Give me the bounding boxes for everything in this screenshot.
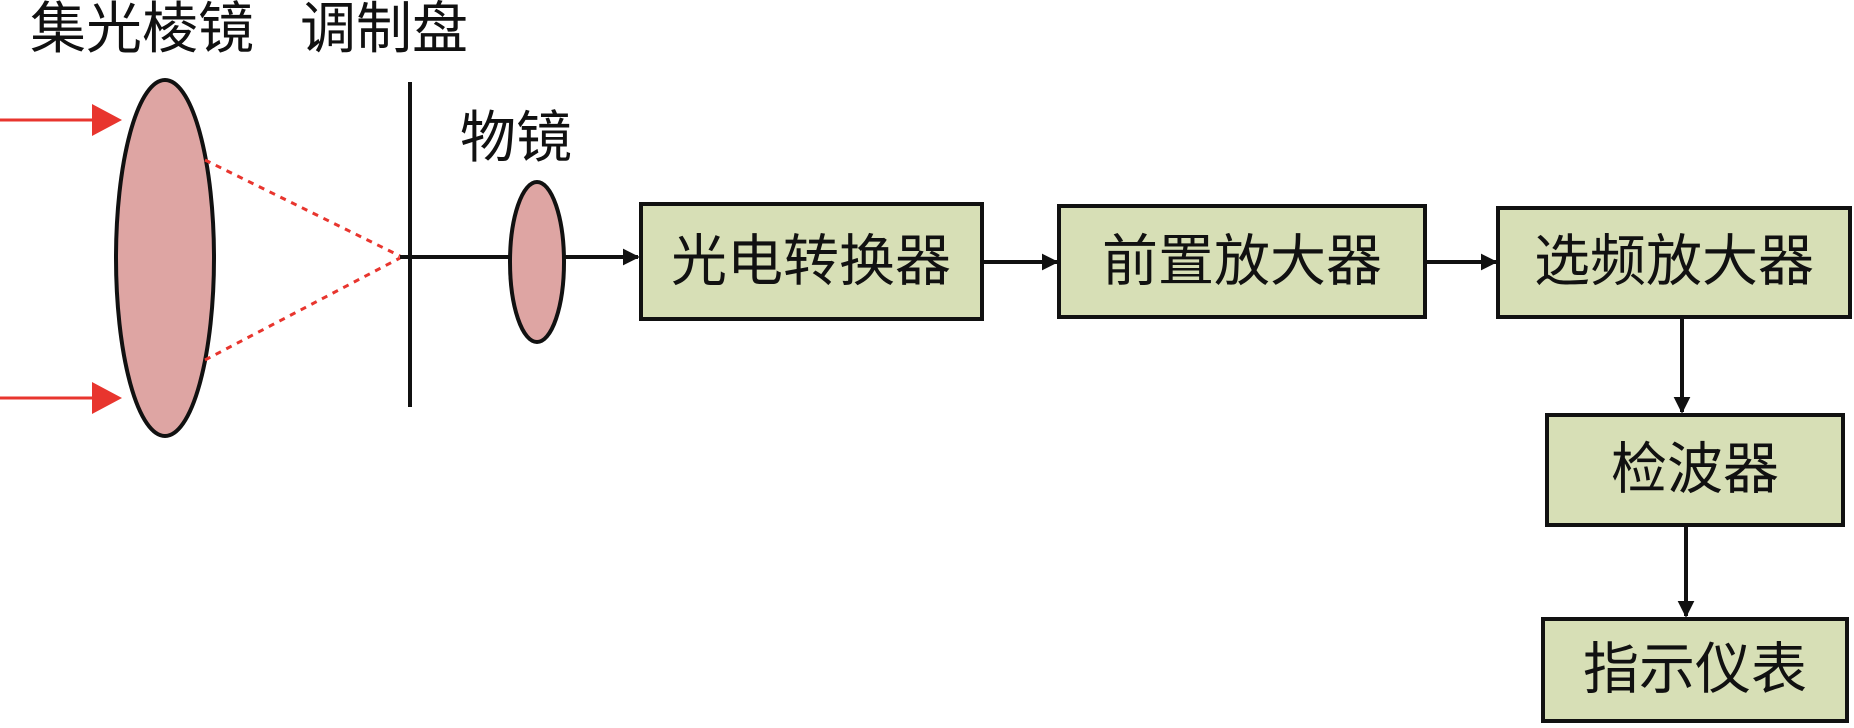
- modulator-label: 调制盘: [300, 0, 468, 62]
- convergence-line-top: [204, 158, 401, 258]
- block-selective-amp-label: 选频放大器: [1534, 230, 1814, 295]
- objective-lens: [508, 180, 566, 344]
- condenser-lens: [114, 78, 216, 438]
- block-photoelectric-converter: 光电转换器: [639, 202, 984, 321]
- incident-ray-top: [0, 104, 122, 136]
- condenser-label: 集光棱镜: [30, 0, 254, 62]
- objective-label: 物镜: [460, 106, 572, 171]
- block-preamplifier: 前置放大器: [1057, 204, 1427, 319]
- block-preamp-label: 前置放大器: [1102, 230, 1382, 295]
- block-selective-amplifier: 选频放大器: [1496, 206, 1852, 319]
- block-detector: 检波器: [1545, 413, 1845, 527]
- block-indicator-instrument: 指示仪表: [1541, 617, 1849, 723]
- block-detector-label: 检波器: [1611, 438, 1779, 503]
- convergence-line-bottom: [204, 256, 401, 362]
- block-indicator-label: 指示仪表: [1583, 638, 1807, 703]
- incident-ray-bottom: [0, 382, 122, 414]
- block-photoelectric-label: 光电转换器: [671, 230, 951, 295]
